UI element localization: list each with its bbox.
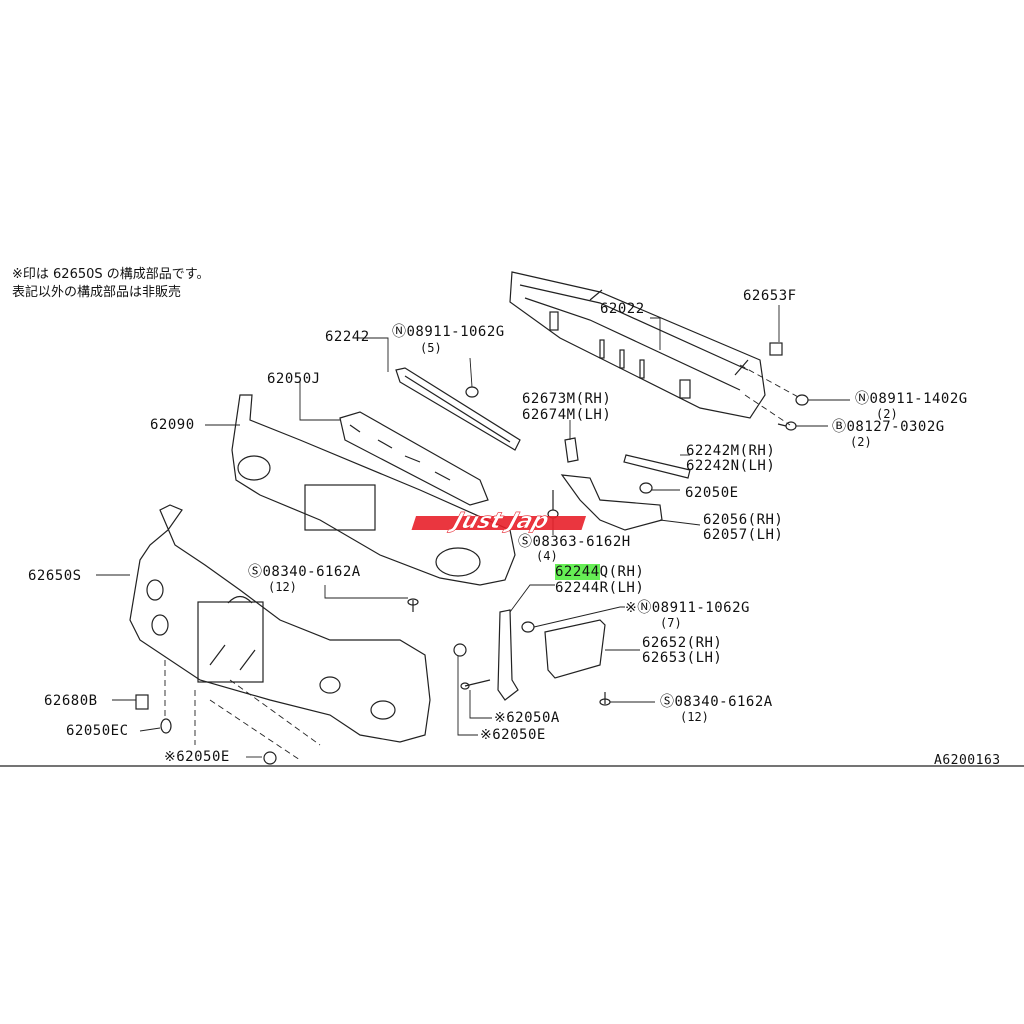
label-s08340-6162a-left: Ⓢ08340-6162A (248, 564, 361, 580)
clip-62050e (639, 482, 653, 494)
clip-62653f (769, 342, 783, 356)
qty-s08340-6162a-right: (12) (680, 710, 709, 724)
qty-s08340-6162a-left: (12) (268, 580, 297, 594)
qty-n08911-1062g-mid: (7) (660, 616, 682, 630)
label-62050ec: 62050EC (66, 723, 129, 739)
upper-retainer-strip (395, 367, 521, 451)
bracket-62244q (497, 609, 519, 701)
qty-s08363-6162h: (4) (536, 549, 558, 563)
label-n08911-1402g: Ⓝ08911-1402G (855, 391, 968, 407)
label-62673m: 62673M(RH) (522, 391, 612, 407)
small-bracket-62673m (564, 437, 579, 463)
label-62050j: 62050J (267, 371, 321, 387)
label-62242n: 62242N(LH) (686, 458, 776, 474)
label-62653: 62653(LH) (642, 650, 723, 666)
label-s08363-6162h: Ⓢ08363-6162H (518, 534, 631, 550)
leader-lines (96, 305, 850, 758)
highlighted-part-number: 62244 (555, 564, 600, 580)
screw-08340-left (407, 598, 419, 612)
clip-62050e-bottom (263, 751, 277, 765)
clip-62050ec (160, 718, 172, 734)
label-62674m: 62674M(LH) (522, 407, 612, 423)
label-b08127-0302g: Ⓑ08127-0302G (832, 419, 945, 435)
label-62680b: 62680B (44, 693, 98, 709)
side-panel-62652 (544, 619, 606, 679)
qty-n08911-1402g: (2) (876, 407, 898, 421)
watermark-logo: Just Jap (411, 508, 587, 534)
label-62050a: ※62050A (494, 710, 560, 726)
label-62057: 62057(LH) (703, 527, 784, 543)
label-62050e-mid: 62050E (685, 485, 739, 501)
reinforcement-beam (509, 271, 766, 419)
label-62652: 62652(RH) (642, 635, 723, 651)
label-62050e-bottom: ※62050E (164, 749, 230, 765)
label-62090: 62090 (150, 417, 195, 433)
diagram-code: A6200163 (934, 753, 1001, 768)
side-strip-62242m (623, 454, 691, 479)
label-62242m: 62242M(RH) (686, 443, 776, 459)
qty-n08911-1062g-top: (5) (420, 341, 442, 355)
label-62022: 62022 (600, 301, 645, 317)
screw-08340-right (599, 692, 611, 706)
label-n08911-1062g-mid: ※Ⓝ08911-1062G (625, 600, 750, 616)
label-62244r: 62244R(LH) (555, 580, 645, 596)
screw-62050a (460, 679, 491, 690)
bracket-62050j (339, 411, 489, 506)
plate-62680b (135, 694, 149, 710)
label-62650s: 62650S (28, 568, 82, 584)
label-n08911-1062g-top: Ⓝ08911-1062G (392, 324, 505, 340)
hidden-lines (164, 660, 321, 761)
label-62653f: 62653F (743, 288, 797, 304)
watermark-text: Just Jap (446, 509, 552, 534)
beam-fasteners (777, 394, 809, 431)
nut-mid (521, 621, 535, 633)
note-line-1: ※印は 62650S の構成部品です。 (12, 267, 210, 282)
label-62244q: 62244Q(RH) (555, 564, 645, 580)
label-s08340-6162a-right: Ⓢ08340-6162A (660, 694, 773, 710)
label-62050e-lower: ※62050E (480, 727, 546, 743)
nut-top (465, 386, 479, 398)
note-line-2: 表記以外の構成部品は非販売 (12, 285, 182, 300)
clip-62050e-lower (453, 643, 467, 657)
label-62244q-suffix: Q(RH) (599, 564, 645, 580)
label-62056: 62056(RH) (703, 512, 784, 528)
label-62242: 62242 (325, 329, 370, 345)
bumper-upper-fascia (231, 394, 516, 586)
front-bumper-assembly (129, 504, 431, 743)
qty-b08127-0302g: (2) (850, 435, 872, 449)
